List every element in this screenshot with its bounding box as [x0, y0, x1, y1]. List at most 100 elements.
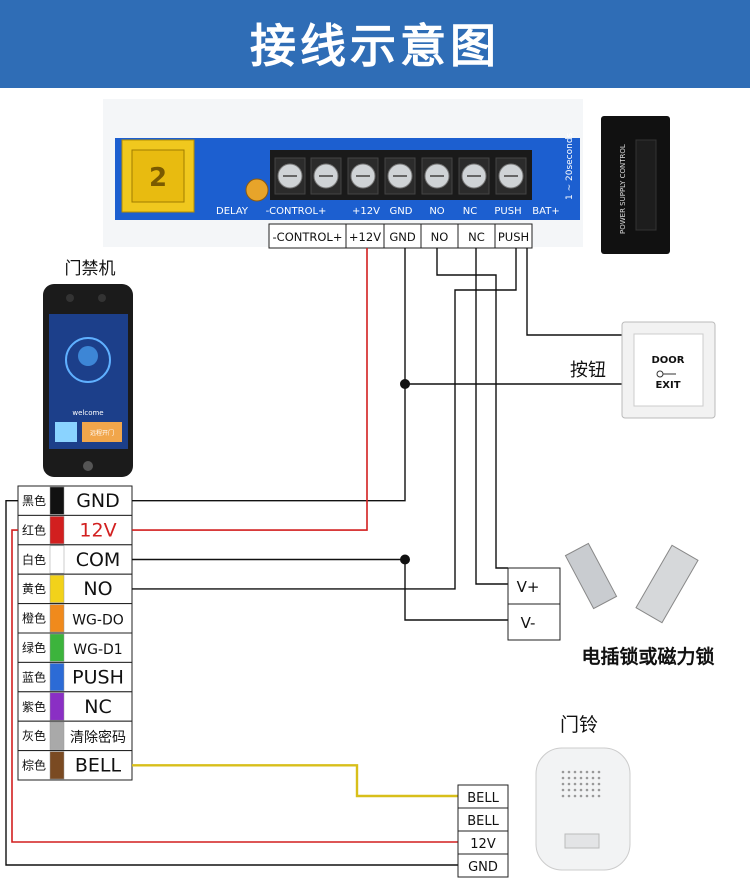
device-open-text: 远程开门: [90, 429, 114, 437]
wire-push: [526, 248, 622, 336]
doorbell-label: 门铃: [560, 714, 598, 736]
wire-color-swatch: [49, 604, 65, 633]
face-icon: [78, 346, 98, 366]
wire-signal-label: COM: [76, 549, 121, 571]
power-supply-text: POWER SUPPLY CONTROL: [619, 144, 627, 234]
board-terminal-label: GND: [390, 206, 413, 217]
lock-terminal-box: [507, 567, 561, 605]
bell-terminal-label: BELL: [467, 791, 499, 806]
speaker-grille: [573, 794, 577, 798]
speaker-grille: [585, 794, 589, 798]
wire-color-swatch: [49, 486, 65, 515]
wire-gnd-bell: [5, 500, 458, 866]
terminal-label: NC: [468, 230, 485, 244]
terminal-label-box: [268, 223, 347, 249]
speaker-grille: [579, 770, 583, 774]
speaker-grille: [591, 770, 595, 774]
wire-gnd: [132, 248, 406, 502]
speaker-grille: [579, 788, 583, 792]
wire-row: [17, 632, 133, 663]
speaker-grille: [591, 788, 595, 792]
speaker-grille: [579, 776, 583, 780]
title-banner: 接线示意图: [0, 0, 750, 88]
wire-color-name: 黄色: [22, 582, 46, 596]
speaker-grille: [573, 782, 577, 786]
wire-signal-label: PUSH: [72, 666, 124, 688]
device-open-button: [82, 422, 122, 442]
speaker-grille: [573, 776, 577, 780]
page-title: 接线示意图: [250, 19, 500, 73]
camera-icon: [98, 294, 106, 302]
speaker-grille: [573, 788, 577, 792]
button-label: 按钮: [570, 360, 606, 381]
wire-color-swatch: [49, 692, 65, 721]
relay-window: [131, 149, 185, 203]
terminal-label-box: [420, 223, 459, 249]
device-welcome-text: welcome: [72, 409, 103, 417]
speaker-grille: [585, 782, 589, 786]
wire-row: [17, 720, 133, 752]
camera-icon: [66, 294, 74, 302]
wire-no: [132, 248, 517, 590]
wire-row: [17, 661, 133, 693]
wire-signal-label: 12V: [79, 519, 116, 541]
wire-color-swatch: [49, 574, 65, 603]
terminal-label: +12V: [349, 230, 381, 244]
speaker-grille: [561, 794, 565, 798]
bell-terminal-box: [457, 853, 509, 878]
wire-color-swatch: [49, 545, 65, 574]
board-delay-range: 1 ~ 20seconds: [565, 132, 575, 200]
doorbell-port: [564, 833, 600, 849]
speaker-grille: [597, 788, 601, 792]
wire-row: [17, 485, 133, 516]
access-device-label: 门禁机: [65, 259, 116, 279]
speaker-grille: [561, 782, 565, 786]
power-supply-label: [635, 139, 657, 231]
board-terminal-label: NC: [463, 206, 477, 217]
wire-row: [17, 514, 133, 546]
wire-signal-label: WG-D1: [73, 642, 122, 658]
wire-signal-label: NO: [83, 578, 112, 600]
wire-no-lock: [436, 248, 508, 569]
speaker-grille: [597, 794, 601, 798]
wire-signal-label: 清除密码: [70, 729, 126, 746]
speaker-grille: [567, 794, 571, 798]
speaker-grille: [591, 776, 595, 780]
device-tile-icon: [55, 422, 77, 442]
lock-terminal-label: V+: [517, 578, 540, 596]
face-scan-icon: [65, 337, 111, 383]
electric-bolt-lock: [564, 542, 618, 610]
board-terminal-label: PUSH: [494, 206, 521, 217]
wire-color-name: 白色: [22, 552, 46, 567]
terminal-label: NO: [431, 230, 449, 244]
doorbell: [535, 747, 631, 871]
lock-terminal-box: [507, 603, 561, 641]
junction-dot: [400, 379, 410, 389]
speaker-grille: [597, 776, 601, 780]
potentiometer: [245, 178, 269, 202]
speaker-grille: [597, 782, 601, 786]
speaker-grille: [567, 782, 571, 786]
board-terminal-label: DELAY: [216, 206, 249, 217]
terminal-label-box: [494, 223, 533, 249]
speaker-grille: [567, 776, 571, 780]
wire-color-name: 橙色: [22, 611, 46, 626]
wire-color-name: 紫色: [22, 700, 46, 714]
wire-gnd-lock: [404, 559, 508, 621]
terminal-label-box: [383, 223, 422, 249]
wire-color-name: 绿色: [22, 640, 46, 655]
wire-color-name: 红色: [22, 522, 46, 537]
speaker-grille: [573, 770, 577, 774]
wire-signal-label: NC: [84, 696, 111, 718]
wire-row: [17, 603, 133, 634]
board-terminal-label: +12V: [352, 206, 380, 217]
terminal-label: PUSH: [498, 230, 529, 244]
bell-terminal-label: GND: [468, 860, 498, 875]
speaker-grille: [585, 770, 589, 774]
wire-color-swatch: [49, 633, 65, 662]
wire-nc-lock: [475, 248, 508, 585]
exit-button-face: [633, 333, 704, 407]
speaker-grille: [591, 794, 595, 798]
speaker-grille: [585, 788, 589, 792]
